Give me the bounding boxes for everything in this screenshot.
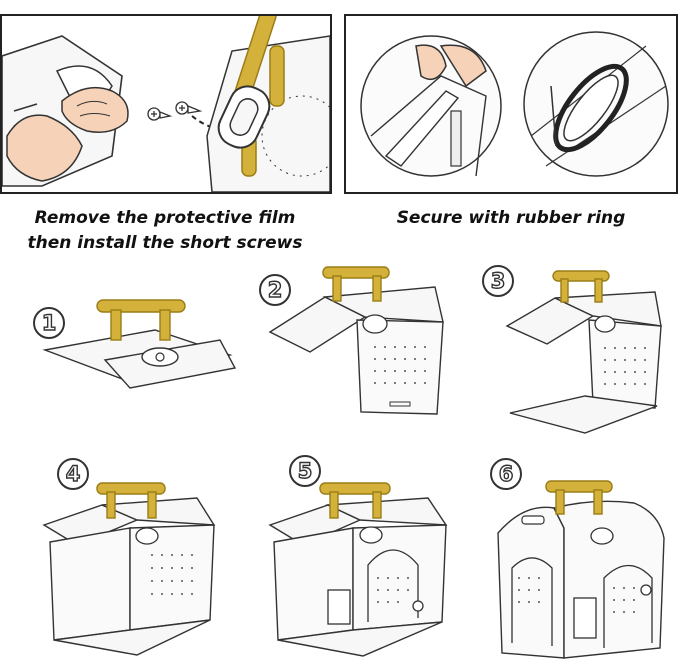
caption-line-1: Remove the protective film [34, 208, 296, 228]
caption-remove-film: Remove the protective film then install … [0, 206, 330, 256]
step-number-3: 3 [482, 265, 514, 297]
step-4-illustration [42, 482, 216, 656]
hand-peeling-film [61, 86, 129, 133]
handle-bracket-detail [206, 7, 343, 193]
rubber-ring-hand-detail [360, 35, 502, 177]
caption-rubber-ring: Secure with rubber ring [396, 208, 626, 228]
caption-line-2: then install the short screws [27, 233, 303, 253]
film-and-screws-illustration [1, 7, 343, 193]
hand-holding-sheet [6, 114, 83, 182]
panel-remove-film-install-screws [0, 7, 343, 194]
step-1-illustration [42, 299, 237, 389]
rubber-ring-illustration [360, 31, 669, 177]
step-number-4: 4 [57, 458, 89, 490]
step-number-5: 5 [289, 455, 321, 487]
step-number-6: 6 [490, 458, 522, 490]
short-screw-icon [147, 107, 173, 121]
step-3-illustration [505, 270, 662, 434]
short-screw-icon [175, 101, 203, 115]
step-2-illustration [268, 266, 444, 415]
step-number-1: 1 [33, 307, 65, 339]
panel-rubber-ring [344, 14, 678, 194]
step-number-2: 2 [259, 274, 291, 306]
rubber-ring-closeup [523, 31, 669, 177]
step-6-illustration [497, 480, 665, 659]
step-5-illustration [268, 482, 448, 657]
